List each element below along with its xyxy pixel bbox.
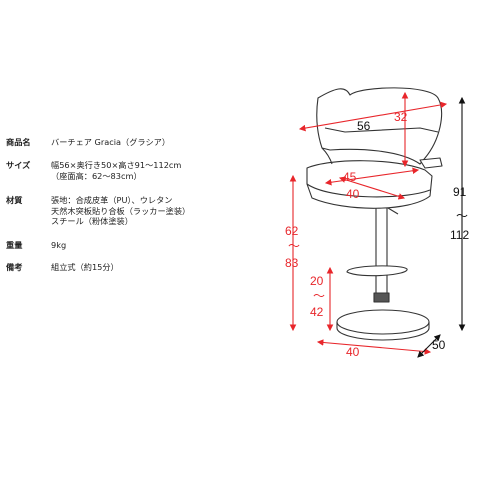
dim-base-depth-label: 50 [432, 338, 446, 352]
chair-base [336, 309, 430, 335]
chair-footrest [346, 265, 408, 277]
dim-seat-height-sep: ～ [288, 239, 300, 253]
dim-back-height-label: 32 [394, 110, 408, 124]
spec-value-line: スチール（粉体塗装） [51, 216, 133, 226]
spec-value-line: 組立式（約15分） [51, 262, 119, 272]
dim-width-label: 56 [357, 119, 371, 133]
spec-label: 商品名 [6, 137, 31, 147]
spec-label: サイズ [6, 160, 31, 170]
spec-value: 組立式（約15分） [51, 262, 119, 273]
spec-label: 重量 [6, 240, 23, 250]
spec-value-line: 幅56×奥行き50×高さ91～112cm [51, 160, 182, 170]
chair-outline [306, 87, 443, 341]
dim-total-height-max: 112 [450, 228, 469, 242]
dim-seat-height-max: 83 [285, 256, 299, 270]
dim-base-width-label: 40 [346, 345, 360, 359]
chair-armrest-left [321, 147, 333, 165]
spec-value-line: 天然木突板貼り合板（ラッカー塗装） [51, 205, 191, 216]
spec-value: バーチェア Gracia（グラシア） [51, 137, 170, 148]
dim-seat-width-label: 45 [343, 170, 357, 184]
spec-value: 9kg [51, 240, 66, 251]
chair-column [375, 201, 388, 296]
spec-label: 材質 [6, 195, 23, 205]
spec-value-line: バーチェア Gracia（グラシア） [51, 137, 171, 147]
spec-value: 張地：合成皮革（PU）、ウレタン 天然木突板貼り合板（ラッカー塗装） スチール（… [51, 195, 190, 227]
spec-value-line: （座面高：62～83cm） [51, 170, 142, 181]
dim-total-height-min: 91 [453, 185, 467, 199]
spec-label: 備考 [6, 262, 23, 272]
spec-value-line: 9kg [51, 240, 67, 250]
chair-armrest-right [419, 157, 443, 169]
dim-footrest-min: 20 [310, 274, 324, 288]
chair-seat [306, 160, 433, 209]
spec-value: 幅56×奥行き50×高さ91～112cm （座面高：62～83cm） [51, 160, 181, 181]
dim-seat-height-min: 62 [285, 224, 299, 238]
dim-footrest-sep: ～ [313, 289, 325, 303]
spec-value-line: 張地：合成皮革（PU）、ウレタン [51, 195, 173, 205]
dim-seat-depth-label: 40 [346, 187, 360, 201]
dim-total-height-sep: ～ [456, 209, 468, 223]
chair-backrest [316, 87, 443, 165]
dim-footrest-max: 42 [310, 305, 324, 319]
